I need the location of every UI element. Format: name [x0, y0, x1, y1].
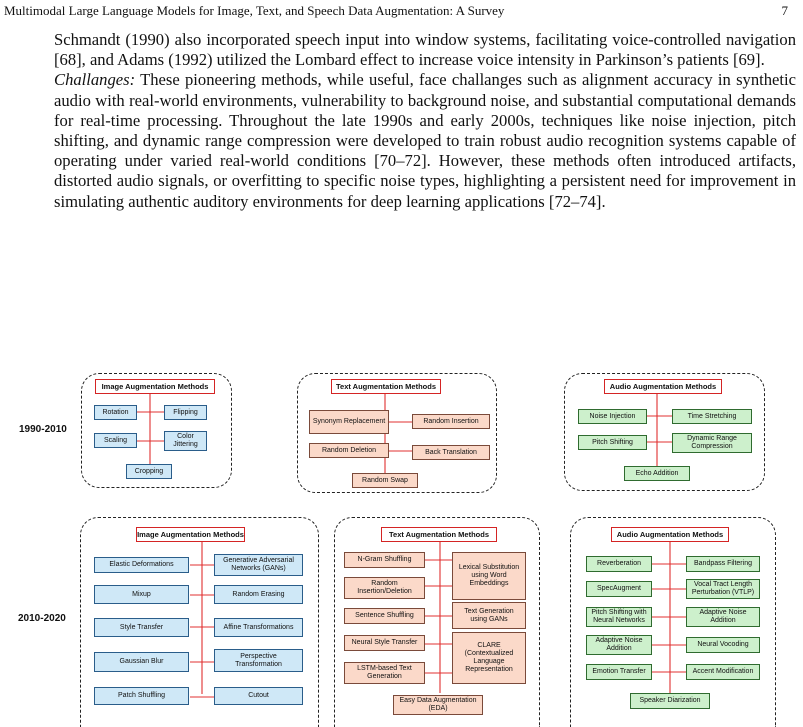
- method-box: Style Transfer: [94, 618, 189, 637]
- body-text: Schmandt (1990) also incorporated speech…: [54, 30, 796, 212]
- method-box: Back Translation: [412, 445, 490, 460]
- method-box: Dynamic Range Compression: [672, 433, 752, 453]
- method-box: Perspective Transformation: [214, 649, 303, 672]
- method-box: Mixup: [94, 585, 189, 604]
- method-box: Neural Style Transfer: [344, 635, 425, 651]
- method-box: Cropping: [126, 464, 172, 479]
- method-box: Generative Adversarial Networks (GANs): [214, 554, 303, 576]
- method-box: Gaussian Blur: [94, 652, 189, 672]
- method-box: Neural Vocoding: [686, 637, 760, 653]
- panel-r2-audio: [570, 517, 776, 727]
- panel-title-r1-image: Image Augmentation Methods: [95, 379, 215, 394]
- method-box: Adaptive Noise Addition: [586, 635, 652, 655]
- augmentation-timeline-figure: 1990-2010 2010-2020 Image Augmentation M…: [0, 360, 803, 727]
- method-box: Noise Injection: [578, 409, 647, 424]
- method-box: Flipping: [164, 405, 207, 420]
- method-box: Color Jittering: [164, 431, 207, 451]
- method-box: Random Deletion: [309, 443, 389, 458]
- paragraph-speech-input: Schmandt (1990) also incorporated speech…: [54, 30, 796, 70]
- panel-title-r1-audio: Audio Augmentation Methods: [604, 379, 722, 394]
- panel-r1-audio: [564, 373, 765, 491]
- row-label-2010-2020: 2010-2020: [18, 613, 66, 624]
- method-box: Cutout: [214, 687, 303, 705]
- method-box: Rotation: [94, 405, 137, 420]
- method-box: LSTM-based Text Generation: [344, 662, 425, 684]
- method-box: Synonym Replacement: [309, 410, 389, 434]
- method-box: Sentence Shuffling: [344, 608, 425, 624]
- method-box: Elastic Deformations: [94, 557, 189, 573]
- method-box: Speaker Diarization: [630, 693, 710, 709]
- challenges-label: Challanges:: [54, 70, 136, 90]
- method-box: Accent Modification: [686, 664, 760, 680]
- method-box: Pitch Shifting: [578, 435, 647, 450]
- method-box: Scaling: [94, 433, 137, 448]
- method-box: Random Swap: [352, 473, 418, 488]
- panel-r2-image: [80, 517, 319, 727]
- method-box: Random Insertion/Deletion: [344, 577, 425, 599]
- method-box: Emotion Transfer: [586, 664, 652, 680]
- method-box: Text Generation using GANs: [452, 602, 526, 629]
- method-box: Time Stretching: [672, 409, 752, 424]
- method-box: SpecAugment: [586, 581, 652, 597]
- panel-title-r2-audio: Audio Augmentation Methods: [611, 527, 729, 542]
- method-box: Patch Shuffling: [94, 687, 189, 705]
- method-box: Random Insertion: [412, 414, 490, 429]
- method-box: Affine Transformations: [214, 618, 303, 637]
- method-box: N-Gram Shuffling: [344, 552, 425, 568]
- panel-title-r1-text: Text Augmentation Methods: [331, 379, 441, 394]
- method-box: Echo Addition: [624, 466, 690, 481]
- panel-title-r2-image: Image Augmentation Methods: [136, 527, 245, 542]
- method-box: Vocal Tract Length Perturbation (VTLP): [686, 579, 760, 599]
- method-box: Pitch Shifting with Neural Networks: [586, 607, 652, 627]
- method-box: CLARE (Contextualized Language Represent…: [452, 632, 526, 684]
- panel-r1-text: [297, 373, 497, 493]
- method-box: Bandpass Filtering: [686, 556, 760, 572]
- method-box: Easy Data Augmentation (EDA): [393, 695, 483, 715]
- running-header-title: Multimodal Large Language Models for Ima…: [4, 3, 505, 18]
- method-box: Reverberation: [586, 556, 652, 572]
- panel-r1-image: [81, 373, 232, 488]
- method-box: Random Erasing: [214, 585, 303, 604]
- challenges-text: These pioneering methods, while useful, …: [54, 70, 796, 211]
- method-box: Adaptive Noise Addition: [686, 607, 760, 627]
- page-number: 7: [781, 3, 789, 18]
- paragraph-challenges: Challanges: These pioneering methods, wh…: [54, 70, 796, 211]
- panel-title-r2-text: Text Augmentation Methods: [381, 527, 497, 542]
- row-label-1990-2010: 1990-2010: [19, 424, 67, 435]
- panel-r2-text: [334, 517, 540, 727]
- method-box: Lexical Substitution using Word Embeddin…: [452, 552, 526, 600]
